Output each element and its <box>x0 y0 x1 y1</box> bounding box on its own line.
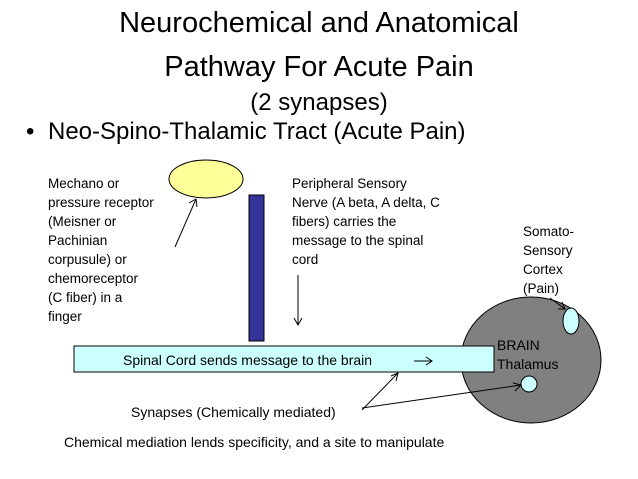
nerve-bar <box>248 194 265 342</box>
bullet-dot-icon: • <box>26 118 35 145</box>
thalamus-label: Thalamus <box>497 356 559 372</box>
cortex-node <box>562 307 580 335</box>
receptor-arrow <box>174 198 197 248</box>
spinal-cord-label: Spinal Cord sends message to the brain <box>123 352 373 368</box>
cortex-label: Somato- Sensory Cortex (Pain) <box>523 224 575 296</box>
title-line-2: Pathway For Acute Pain <box>164 51 474 83</box>
brain-label: BRAIN <box>497 337 540 353</box>
synapses-label: Synapses (Chemically mediated) <box>131 404 336 420</box>
title-line-3: (2 synapses) <box>250 89 388 116</box>
synapse-arrow-thalamus <box>361 384 522 409</box>
title-line-1: Neurochemical and Anatomical <box>119 7 519 39</box>
footer-note: Chemical mediation lends specificity, an… <box>64 434 445 450</box>
bullet-item: • Neo-Spino-Thalamic Tract (Acute Pain) <box>26 118 466 146</box>
cortex-arrow <box>549 297 566 310</box>
receptor-label: Mechano or pressure receptor (Meisner or… <box>48 176 154 324</box>
nerve-label: Peripheral Sensory Nerve (A beta, A delt… <box>292 176 440 267</box>
receptor-node <box>168 159 244 199</box>
synapse-arrow-cord <box>361 372 399 411</box>
spinal-cord-bar <box>73 345 495 373</box>
bullet-text: Neo-Spino-Thalamic Tract (Acute Pain) <box>48 118 466 145</box>
thalamus-node <box>520 375 538 393</box>
